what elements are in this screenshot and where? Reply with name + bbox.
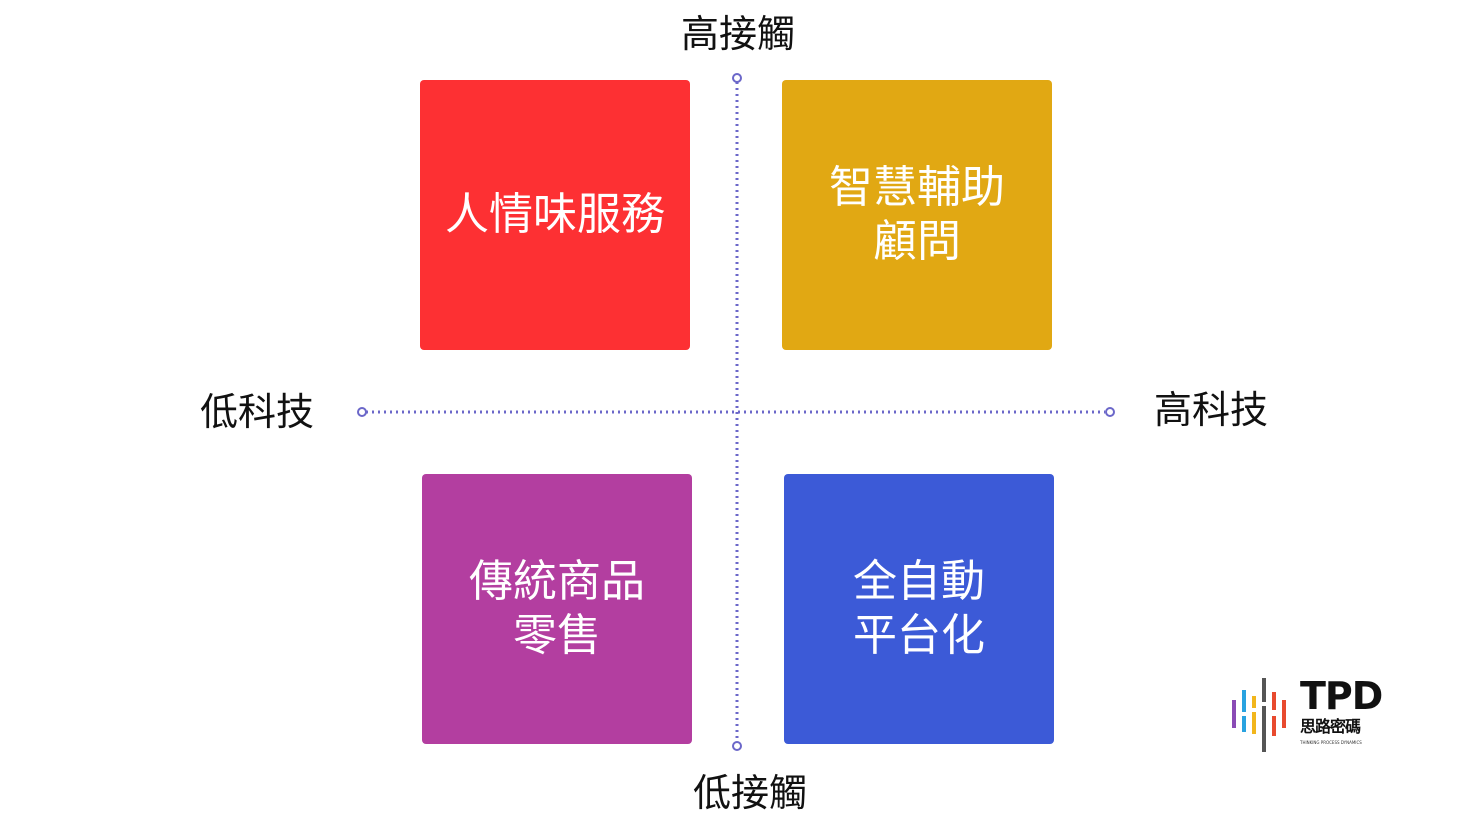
axis-endpoint-right [1105,407,1115,417]
quadrant-label: 智慧輔助 [829,162,1005,213]
quadrant-high-contact-low-tech: 人情味服務 [420,80,690,350]
logo-title: TPD [1300,674,1383,718]
axis-endpoint-top [732,73,742,83]
axis-endpoint-left [357,407,367,417]
logo-mark-icon [1232,678,1286,752]
axis-label-high-contact: 高接觸 [680,12,796,56]
quadrant-label: 全自動 [853,556,985,607]
axis-label-high-tech: 高科技 [1154,388,1269,432]
quadrant-label: 人情味服務 [445,189,665,240]
quadrant-low-contact-high-tech: 全自動 平台化 [784,474,1054,744]
axis-endpoint-bottom [732,741,742,751]
tpd-logo: TPD 思路密碼 THINKING PROCESS DYNAMICS [1230,674,1383,756]
quadrant-low-contact-low-tech: 傳統商品 零售 [422,474,692,744]
axis-label-low-contact: 低接觸 [692,771,808,815]
quadrant-label: 顧問 [873,216,961,267]
quadrant-label: 零售 [513,610,601,661]
logo-tagline: THINKING PROCESS DYNAMICS [1300,740,1362,745]
quadrant-label: 傳統商品 [469,556,645,607]
quadrant-high-contact-high-tech: 智慧輔助 顧問 [782,80,1052,350]
logo-subtitle: 思路密碼 [1300,717,1361,736]
quadrant-label: 平台化 [853,610,985,661]
axis-label-low-tech: 低科技 [200,390,315,434]
